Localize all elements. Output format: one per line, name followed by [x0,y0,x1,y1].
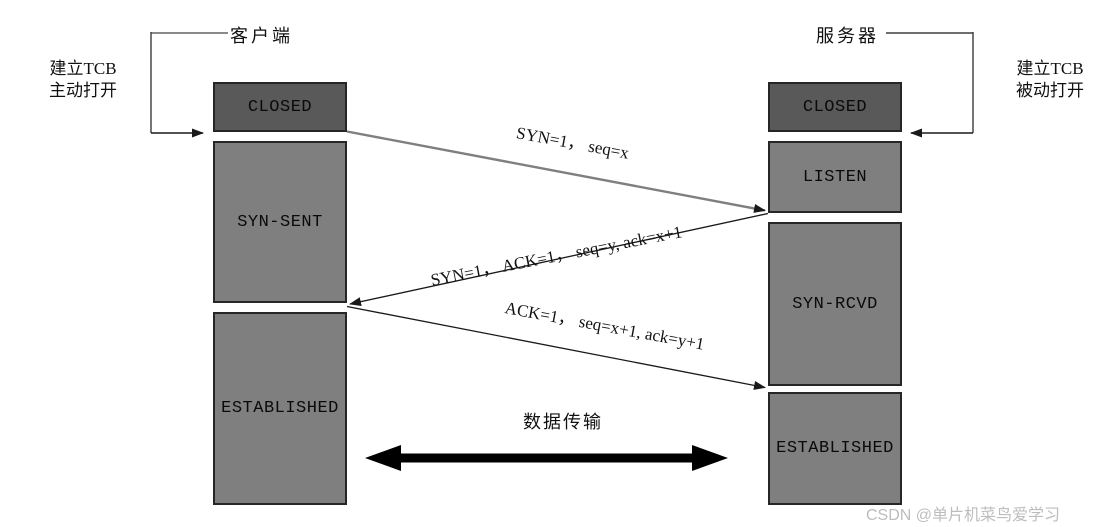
client-open-note-line1: 建立TCB [49,59,117,78]
client-state-established: ESTABLISHED [213,312,347,505]
server-open-note-line2: 被动打开 [1016,81,1084,100]
csdn-watermark: CSDN @单片机菜鸟爱学习 [866,507,1061,524]
data-transfer-label: 数据传输 [523,412,603,432]
server-open-note: 建立TCB 被动打开 [1000,58,1100,102]
syn-arrow [346,130,766,213]
client-state-syn-sent: SYN-SENT [213,141,347,303]
server-state-closed: CLOSED [768,82,902,132]
client-open-note: 建立TCB 主动打开 [33,58,133,102]
ack-arrow [346,305,766,390]
server-state-syn-rcvd: SYN-RCVD [768,222,902,386]
server-open-bracket [886,32,974,138]
server-open-note-line1: 建立TCB [1016,59,1084,78]
server-state-listen: LISTEN [768,141,902,213]
client-title: 客户端 [230,26,293,46]
server-title: 服务器 [816,26,879,46]
client-open-bracket [150,32,228,138]
data-transfer-arrow [365,445,728,471]
client-open-note-line2: 主动打开 [49,81,117,100]
syn-ack-arrow [349,212,769,307]
server-state-established: ESTABLISHED [768,392,902,505]
client-state-closed: CLOSED [213,82,347,132]
